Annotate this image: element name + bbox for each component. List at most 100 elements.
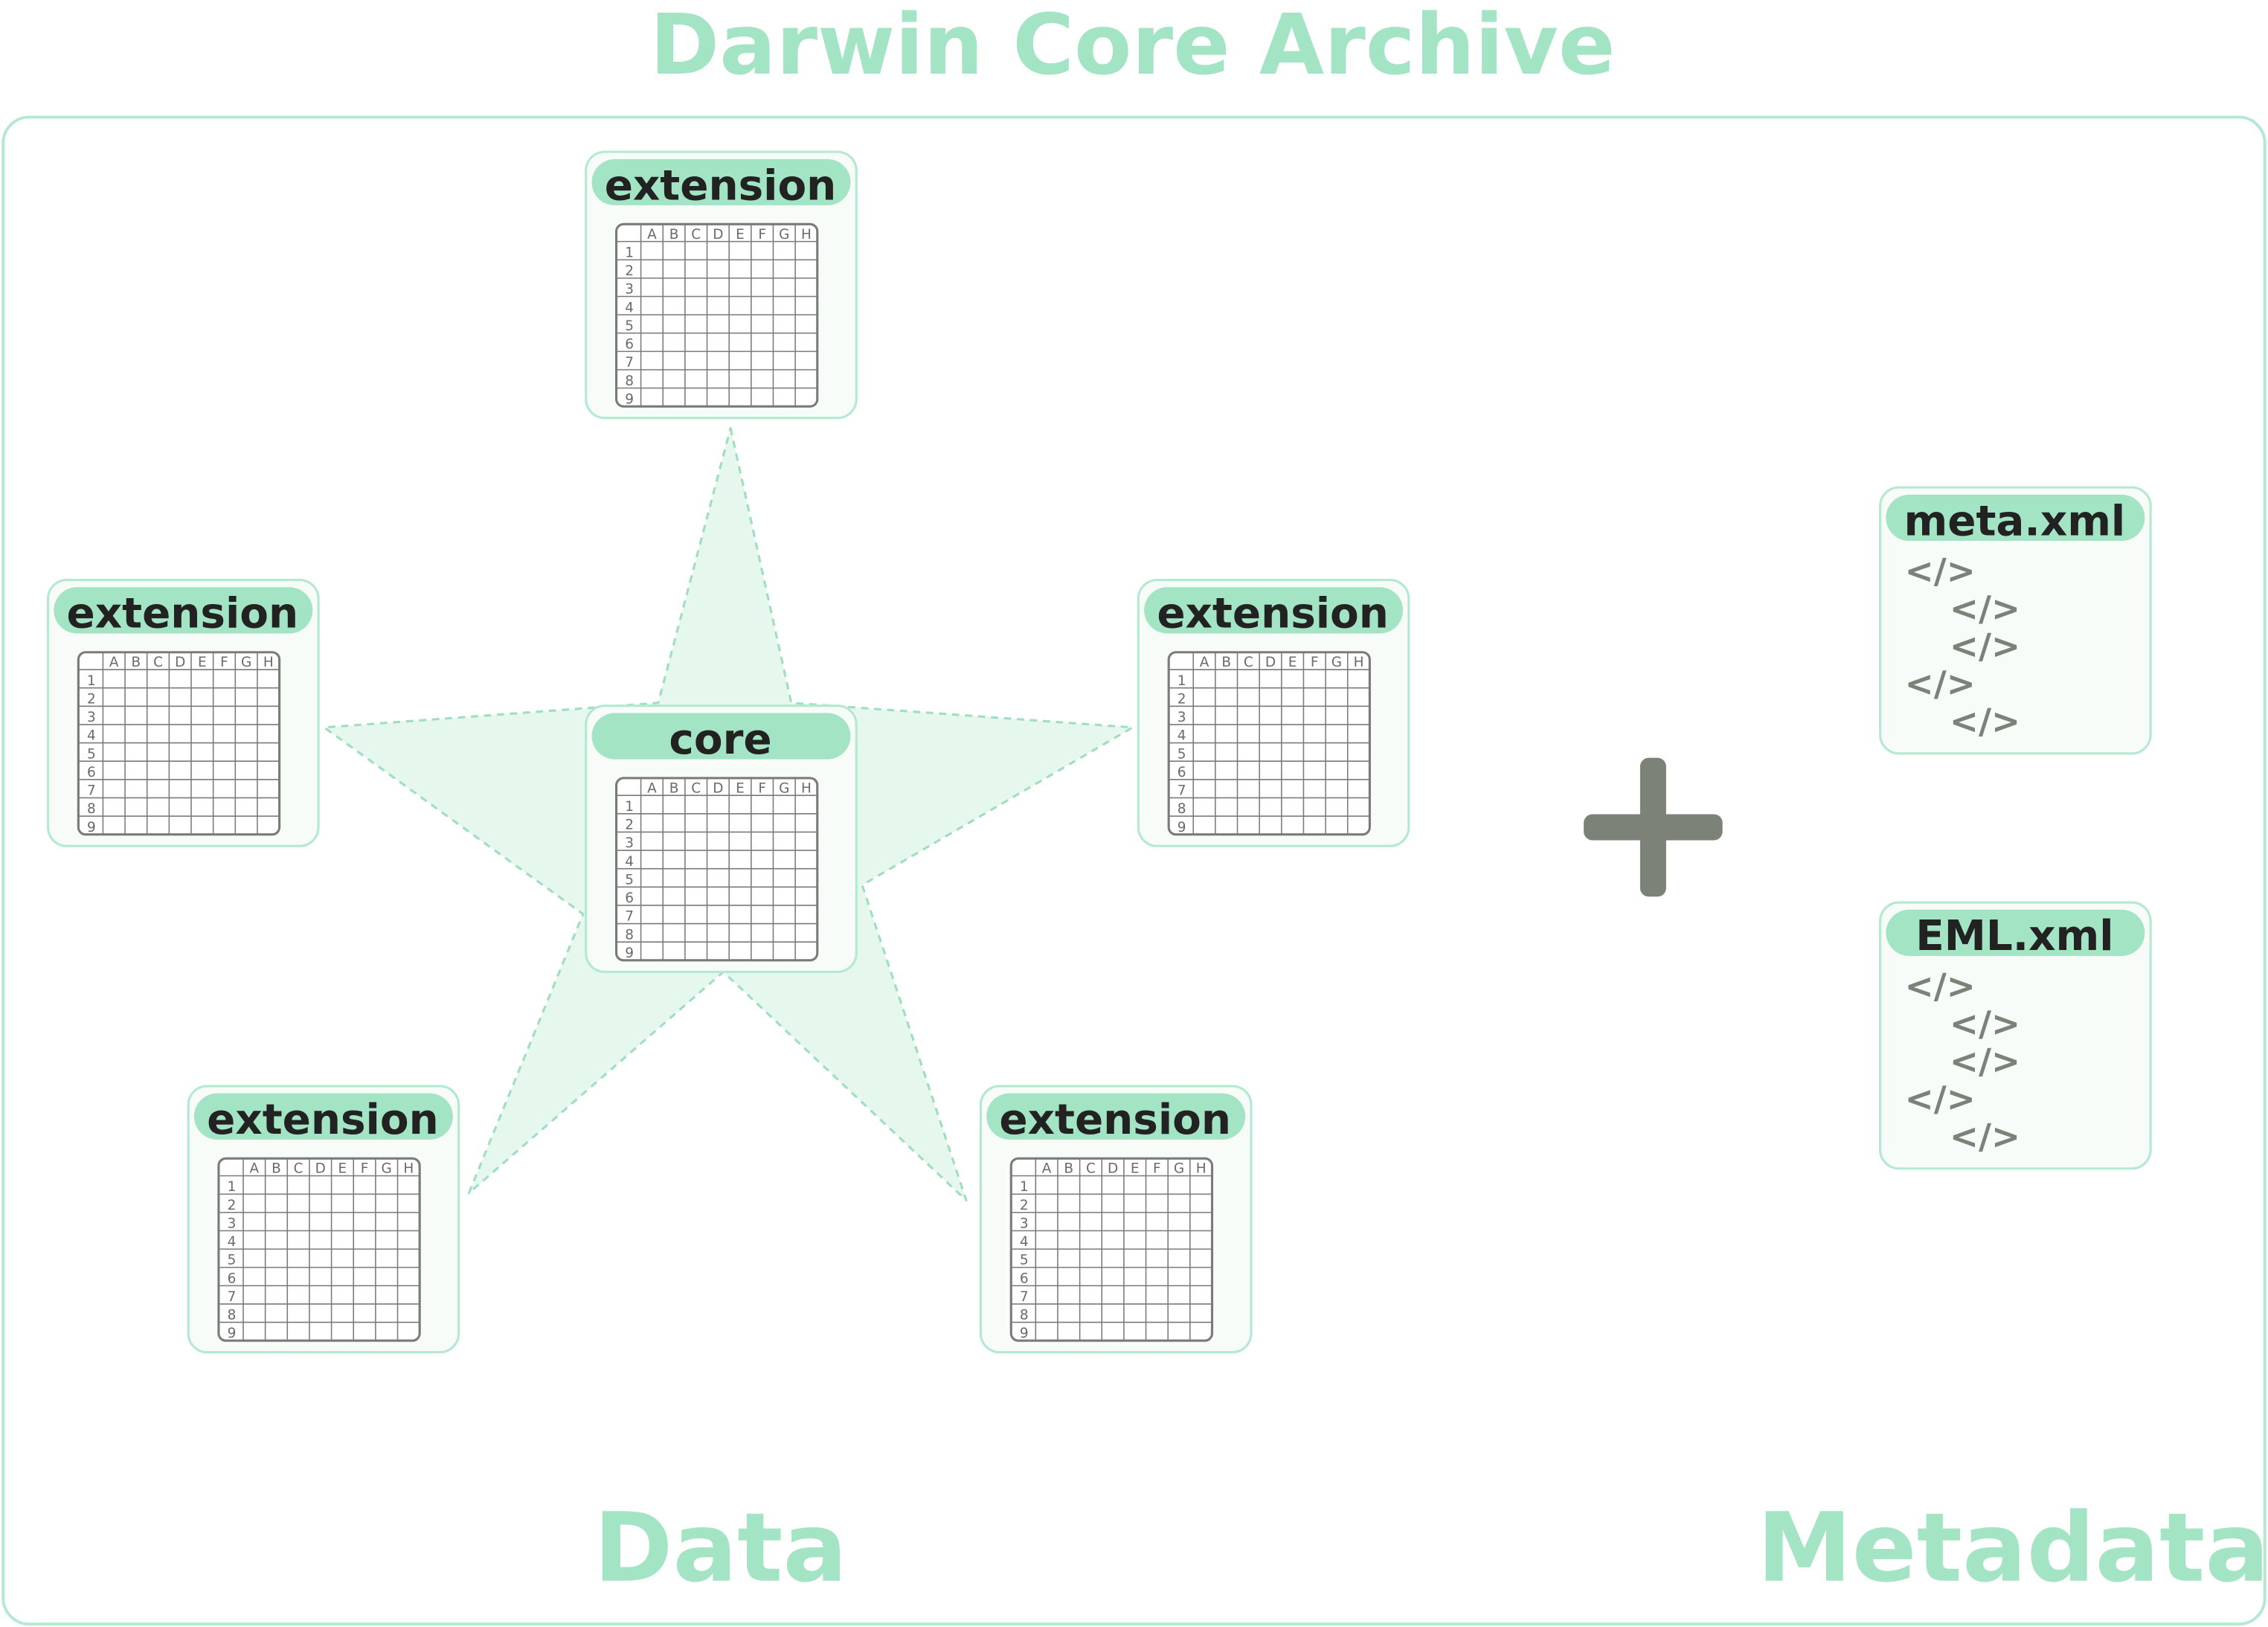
row-header: 4	[228, 1234, 237, 1250]
row-header: 6	[625, 337, 634, 353]
column-header: H	[801, 780, 812, 796]
row-header: 4	[625, 854, 634, 870]
row-header: 2	[87, 691, 96, 707]
column-header: G	[779, 227, 789, 243]
extension-file-card-label: extension	[605, 161, 837, 210]
code-tag-icon: </>	[1950, 1117, 2020, 1158]
row-header: 4	[87, 728, 96, 744]
row-header: 3	[228, 1216, 237, 1231]
row-header: 9	[625, 391, 634, 407]
row-header: 6	[1020, 1271, 1029, 1286]
column-header: C	[1086, 1161, 1096, 1177]
column-header: A	[109, 655, 119, 670]
code-tag-icon: </>	[1950, 702, 2020, 742]
row-header: 7	[625, 909, 634, 925]
column-header: A	[647, 227, 657, 243]
column-header: A	[1200, 655, 1210, 670]
row-header: 8	[1178, 801, 1186, 817]
row-header: 1	[1178, 673, 1186, 689]
extension-file-card-label: extension	[1157, 590, 1389, 638]
column-header: D	[315, 1161, 326, 1177]
column-header: A	[250, 1161, 260, 1177]
row-header: 5	[625, 872, 634, 888]
archive-frame	[1, 115, 2267, 1626]
column-header: D	[175, 655, 185, 670]
column-header: C	[294, 1161, 303, 1177]
row-header: 5	[625, 318, 634, 334]
column-header: B	[669, 227, 679, 243]
row-header: 8	[625, 373, 634, 389]
column-header: E	[198, 655, 207, 670]
core-file-card-label: core	[669, 716, 771, 764]
code-tag-icon: </>	[1905, 551, 1976, 591]
row-header: 9	[1178, 820, 1186, 835]
row-header: 8	[87, 801, 96, 817]
column-header: H	[263, 655, 274, 670]
column-header: G	[779, 780, 789, 796]
row-header: 3	[87, 710, 96, 725]
column-header: H	[1196, 1161, 1207, 1177]
row-header: 1	[625, 245, 634, 260]
row-header: 6	[1178, 765, 1186, 780]
column-header: G	[382, 1161, 392, 1177]
metadata-files-group: meta.xml</></></></></>EML.xml</></></><…	[1879, 486, 2152, 1170]
column-header: C	[691, 780, 701, 796]
row-header: 9	[1020, 1326, 1029, 1341]
code-tag-icon: </>	[1950, 589, 2020, 629]
row-header: 2	[228, 1198, 237, 1213]
row-header: 9	[228, 1326, 237, 1341]
archive-title: Darwin Core Archive	[650, 0, 1616, 94]
column-header: C	[153, 655, 163, 670]
row-header: 8	[625, 927, 634, 943]
code-tag-icon: </>	[1905, 1079, 1976, 1120]
row-header: 1	[625, 799, 634, 815]
row-header: 5	[228, 1253, 237, 1268]
column-header: G	[241, 655, 251, 670]
row-header: 1	[228, 1179, 237, 1195]
column-header: H	[403, 1161, 414, 1177]
column-header: D	[1265, 655, 1276, 670]
code-tag-icon: </>	[1950, 1042, 2020, 1082]
column-header: C	[691, 227, 701, 243]
row-header: 7	[625, 355, 634, 370]
extension-file-card-label: extension	[207, 1096, 439, 1144]
code-tag-icon: </>	[1950, 1004, 2020, 1044]
extension-file-card-label: extension	[67, 590, 299, 638]
row-header: 7	[1178, 783, 1186, 799]
row-header: 1	[1020, 1179, 1029, 1195]
column-header: D	[713, 227, 723, 243]
column-header: E	[736, 227, 745, 243]
row-header: 7	[228, 1289, 237, 1305]
row-header: 4	[625, 300, 634, 315]
column-header: H	[801, 227, 812, 243]
plus-icon	[1584, 757, 1723, 897]
row-header: 8	[1020, 1308, 1029, 1323]
extension-file-card-label: extension	[999, 1096, 1231, 1144]
row-header: 6	[87, 765, 96, 780]
column-header: B	[669, 780, 679, 796]
column-header: D	[1108, 1161, 1118, 1177]
column-header: B	[272, 1161, 281, 1177]
column-header: E	[1131, 1161, 1140, 1177]
column-header: F	[361, 1161, 369, 1177]
metadata-file-card: EML.xml</></></></></>	[1879, 901, 2152, 1170]
column-header: G	[1174, 1161, 1184, 1177]
column-header: A	[1042, 1161, 1052, 1177]
row-header: 8	[228, 1308, 237, 1323]
column-header: C	[1244, 655, 1253, 670]
metadata-section-label: Metadata	[1757, 1493, 2268, 1604]
column-header: F	[1153, 1161, 1161, 1177]
